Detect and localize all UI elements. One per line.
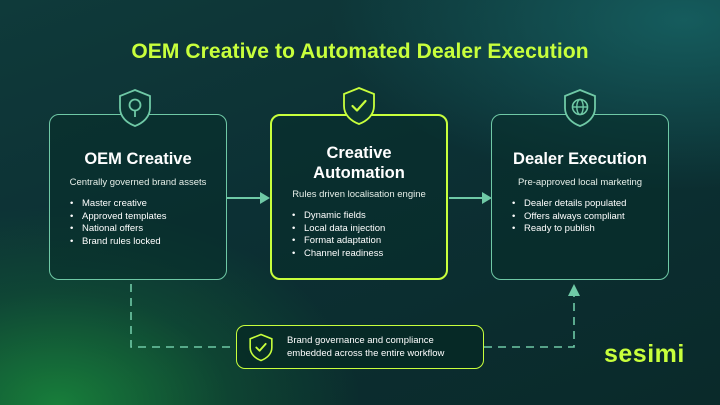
governance-line2: embedded across the entire workflow bbox=[287, 348, 445, 359]
card-subtitle: Pre-approved local marketing bbox=[517, 177, 643, 188]
list-item: Brand rules locked bbox=[70, 236, 226, 249]
list-item: Channel readiness bbox=[292, 248, 446, 261]
shield-check-icon bbox=[249, 333, 273, 362]
card-title-line1: Creative bbox=[326, 144, 392, 162]
card-dealer-execution: Dealer Execution Pre-approved local mark… bbox=[491, 114, 669, 280]
governance-callout: Brand governance and compliance embedded… bbox=[236, 325, 484, 369]
list-item: Master creative bbox=[70, 198, 226, 211]
list-item: Offers always compliant bbox=[512, 211, 668, 224]
globe-icon bbox=[564, 89, 596, 127]
list-item: National offers bbox=[70, 223, 226, 236]
card-title-line2: Automation bbox=[313, 164, 405, 182]
arrow-right-icon bbox=[227, 192, 270, 204]
location-pin-icon bbox=[119, 89, 151, 127]
brand-logo: sesimi bbox=[604, 340, 685, 368]
card-oem-creative: OEM Creative Centrally governed brand as… bbox=[49, 114, 227, 280]
list-item: Approved templates bbox=[70, 211, 226, 224]
page-title: OEM Creative to Automated Dealer Executi… bbox=[131, 40, 589, 63]
governance-text: Brand governance and compliance embedded… bbox=[287, 334, 477, 360]
list-item: Dynamic fields bbox=[292, 210, 446, 223]
card-subtitle: Rules driven localisation engine bbox=[292, 189, 426, 200]
card-title: Dealer Execution bbox=[513, 150, 647, 168]
list-item: Format adaptation bbox=[292, 235, 446, 248]
arrow-right-icon bbox=[449, 192, 492, 204]
list-item: Ready to publish bbox=[512, 223, 668, 236]
card-title: OEM Creative bbox=[84, 150, 192, 168]
shield-check-icon bbox=[343, 87, 375, 125]
loop-arrowhead bbox=[568, 284, 580, 296]
list-item: Dealer details populated bbox=[512, 198, 668, 211]
governance-line1: Brand governance and compliance bbox=[287, 335, 434, 346]
card-list: Dynamic fields Local data injection Form… bbox=[272, 210, 446, 260]
card-list: Dealer details populated Offers always c… bbox=[492, 198, 668, 236]
card-subtitle: Centrally governed brand assets bbox=[69, 177, 207, 188]
card-creative-automation: Creative Automation Rules driven localis… bbox=[270, 114, 448, 280]
card-list: Master creative Approved templates Natio… bbox=[50, 198, 226, 248]
list-item: Local data injection bbox=[292, 223, 446, 236]
